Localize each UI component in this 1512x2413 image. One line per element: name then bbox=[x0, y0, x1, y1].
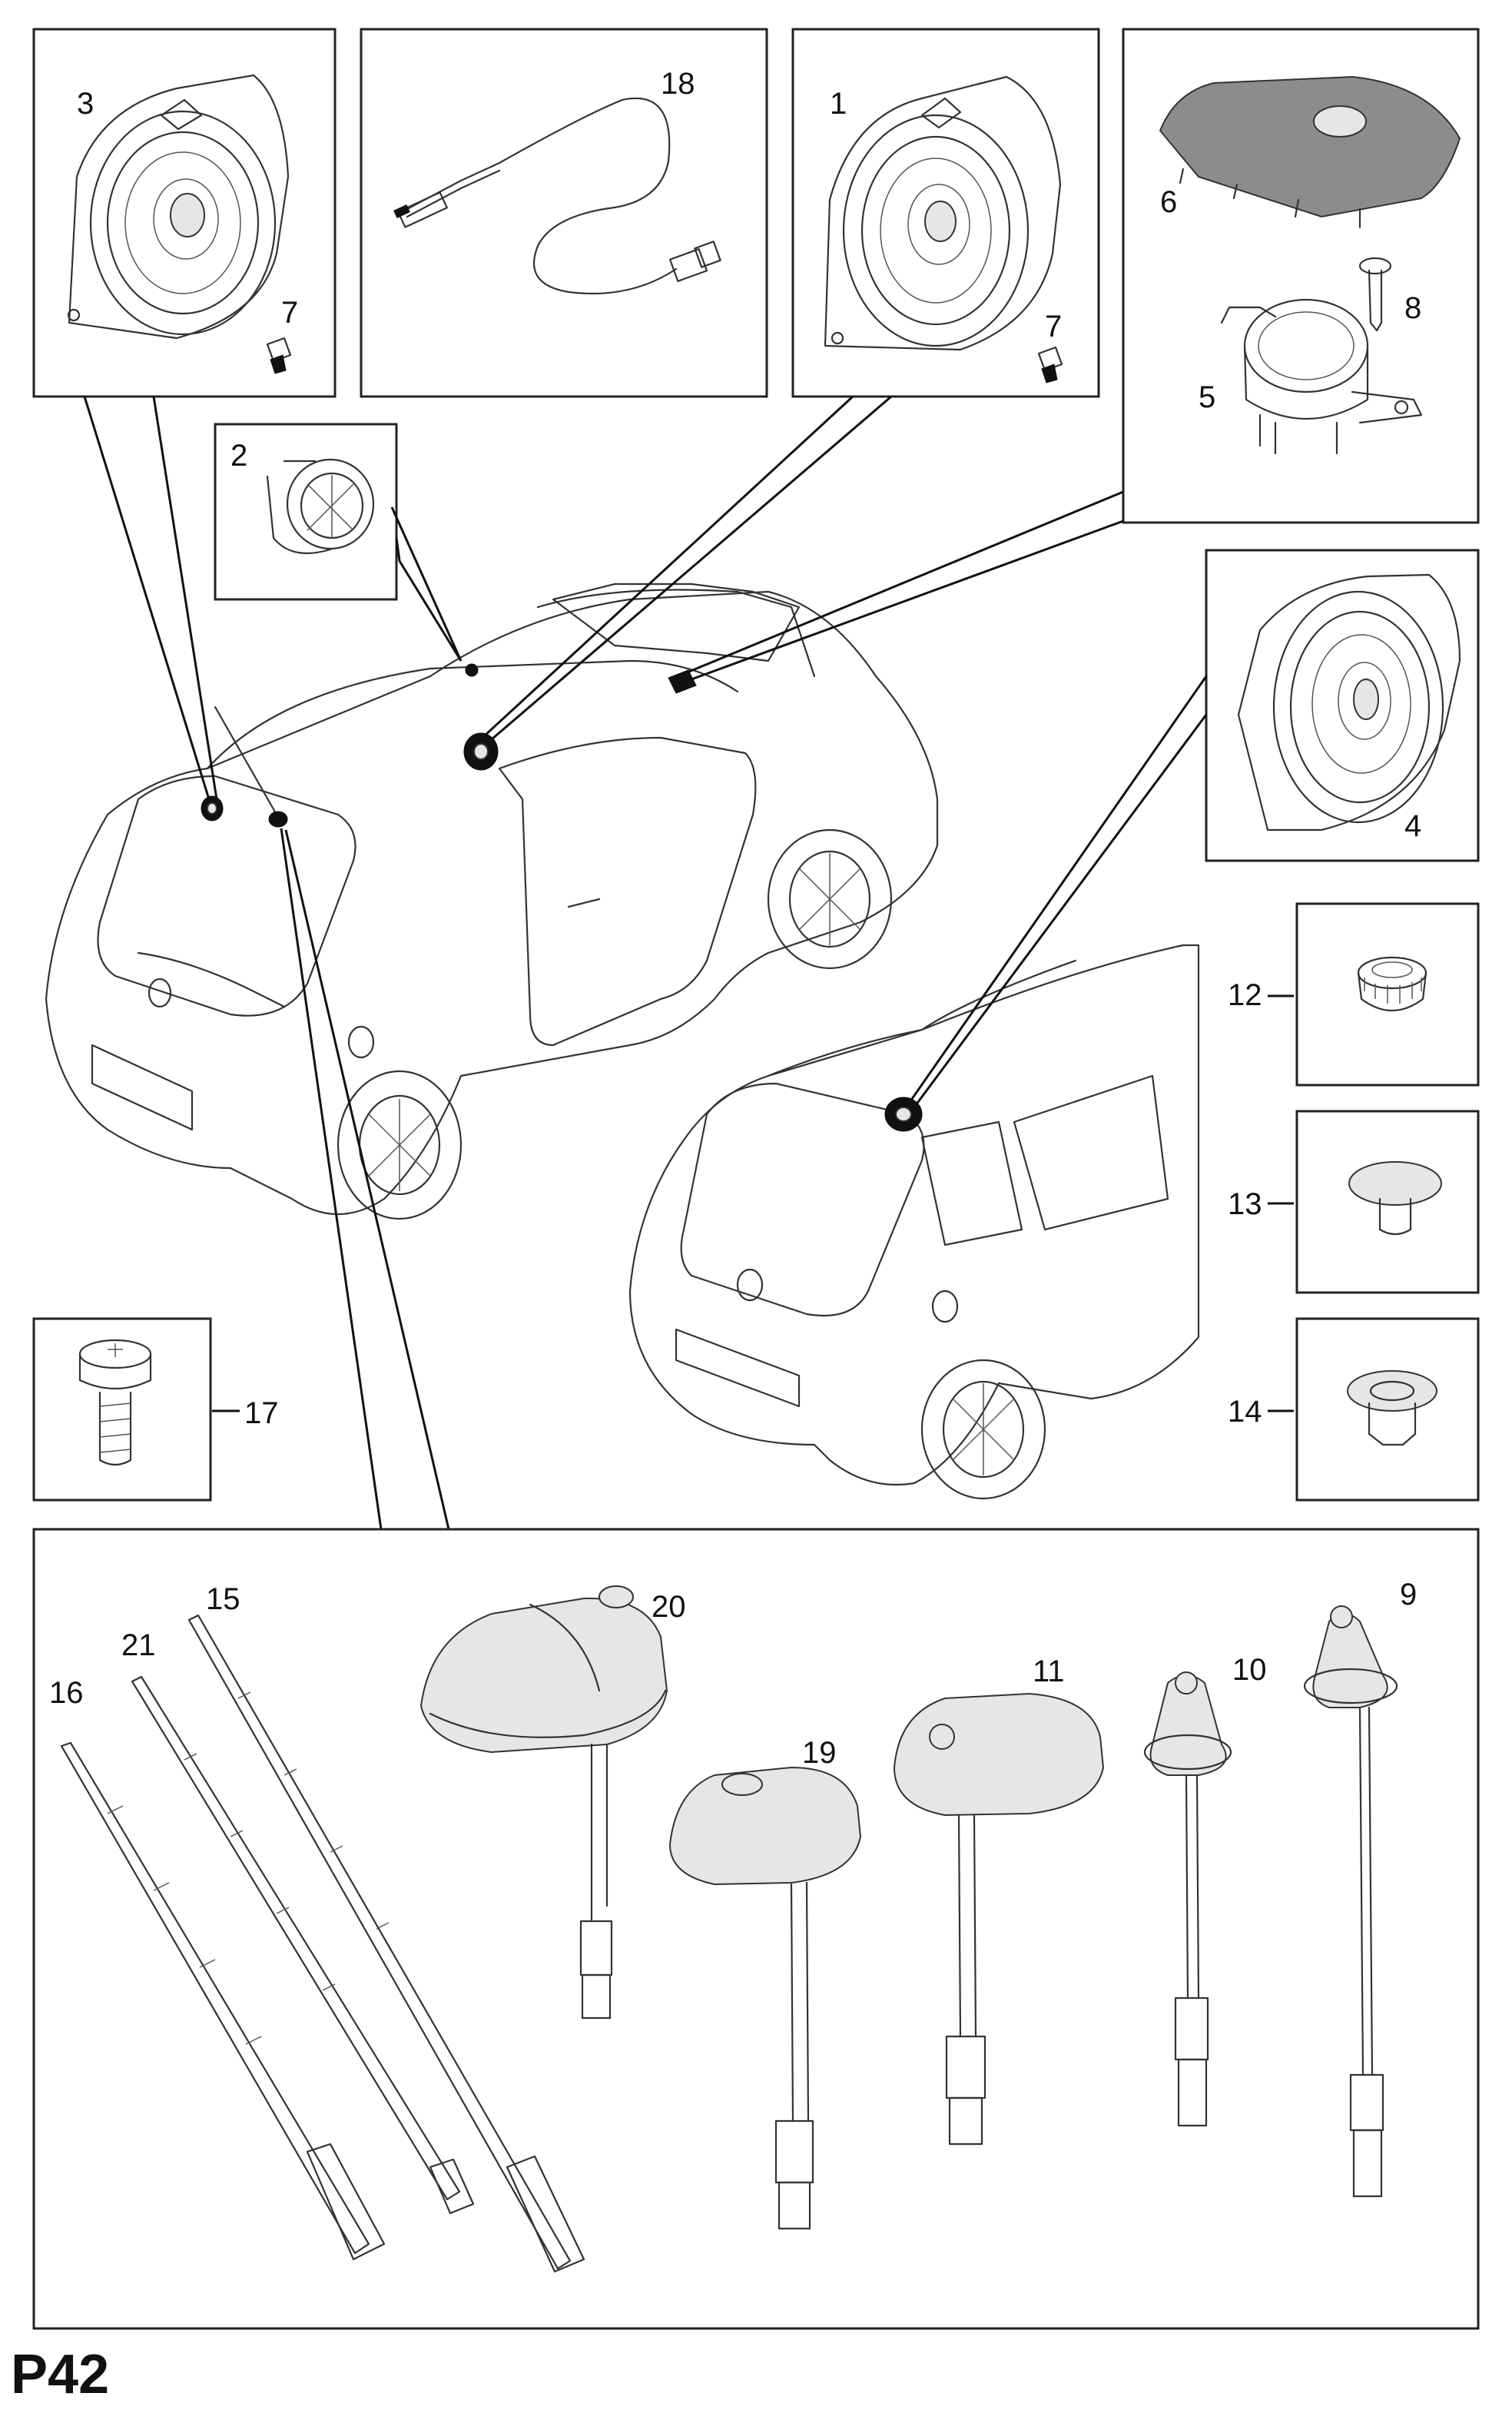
roof-antenna-11-drawing bbox=[893, 1692, 1105, 2146]
five-door-car-drawing bbox=[628, 944, 1200, 1500]
antenna-mast-21-drawing bbox=[131, 1675, 475, 2215]
roof-antenna-10-drawing bbox=[1143, 1671, 1232, 2127]
panel-antennas: 15 21 16 20 19 11 10 9 bbox=[32, 1528, 1480, 2330]
callout-20: 20 bbox=[652, 1590, 686, 1624]
screw-7-left-drawing bbox=[266, 337, 292, 374]
callout-4: 4 bbox=[1404, 809, 1421, 843]
callout-19: 19 bbox=[802, 1736, 837, 1770]
page-code: P42 bbox=[11, 2344, 109, 2405]
panel-dash-tweeter: 6 8 5 bbox=[1122, 28, 1480, 524]
bolt-17-drawing bbox=[78, 1339, 152, 1466]
clip-12-drawing bbox=[1357, 956, 1427, 1012]
nut-14-drawing bbox=[1347, 1370, 1437, 1446]
callout-7-left: 7 bbox=[281, 296, 298, 330]
panel-bolt-17: 17 bbox=[32, 1317, 279, 1502]
callout-17: 17 bbox=[244, 1396, 279, 1430]
callout-1: 1 bbox=[830, 87, 847, 121]
plug-13-drawing bbox=[1348, 1161, 1442, 1236]
tweeter-5-drawing bbox=[1220, 298, 1423, 455]
antenna-mast-15-drawing bbox=[187, 1614, 585, 2273]
sensor-2-drawing bbox=[266, 458, 375, 555]
callout-5: 5 bbox=[1199, 380, 1215, 414]
callout-15: 15 bbox=[206, 1582, 240, 1616]
panel-plug-13: 13 bbox=[1228, 1110, 1480, 1294]
antenna-base-location bbox=[268, 811, 288, 828]
panel-speaker-4: 4 bbox=[1205, 549, 1480, 862]
callout-6: 6 bbox=[1160, 185, 1177, 219]
callout-12: 12 bbox=[1228, 978, 1262, 1012]
callout-13: 13 bbox=[1228, 1187, 1262, 1221]
three-door-car-drawing bbox=[45, 583, 939, 1220]
roof-antenna-20-drawing bbox=[419, 1585, 668, 2020]
callout-8: 8 bbox=[1404, 291, 1421, 325]
callout-2: 2 bbox=[230, 439, 247, 473]
antenna-cable-18-drawing bbox=[393, 97, 721, 295]
sensor-2-location bbox=[465, 663, 479, 677]
callout-16: 16 bbox=[49, 1676, 84, 1710]
panel-sensor: 2 bbox=[214, 423, 398, 601]
tweeter-5-location bbox=[668, 669, 697, 694]
callout-21: 21 bbox=[121, 1628, 156, 1662]
callout-18: 18 bbox=[661, 67, 695, 101]
panel-clip-12: 12 bbox=[1228, 902, 1480, 1087]
roof-antenna-19-drawing bbox=[668, 1766, 862, 2230]
panel-antenna-cable: 18 bbox=[360, 28, 768, 398]
panel-rear-speaker: 1 7 bbox=[791, 28, 1100, 398]
screw-8-drawing bbox=[1358, 257, 1392, 332]
roof-antenna-9-drawing bbox=[1303, 1605, 1398, 2198]
callout-9: 9 bbox=[1400, 1578, 1417, 1611]
panel-front-door-speaker: 3 7 bbox=[32, 28, 337, 398]
screw-7-right-drawing bbox=[1037, 346, 1063, 383]
callout-7-right: 7 bbox=[1045, 310, 1062, 344]
speaker-4-drawing bbox=[1237, 573, 1461, 831]
callout-14: 14 bbox=[1228, 1395, 1262, 1429]
callout-10: 10 bbox=[1232, 1653, 1267, 1687]
panel-nut-14: 14 bbox=[1228, 1317, 1480, 1502]
callout-3: 3 bbox=[77, 87, 94, 121]
speaker-1-drawing bbox=[824, 75, 1062, 351]
callout-11: 11 bbox=[1033, 1655, 1065, 1688]
speaker-grille-6-drawing bbox=[1159, 75, 1461, 229]
antenna-mast-16-drawing bbox=[60, 1741, 386, 2261]
door-speaker-3-drawing bbox=[67, 74, 290, 340]
